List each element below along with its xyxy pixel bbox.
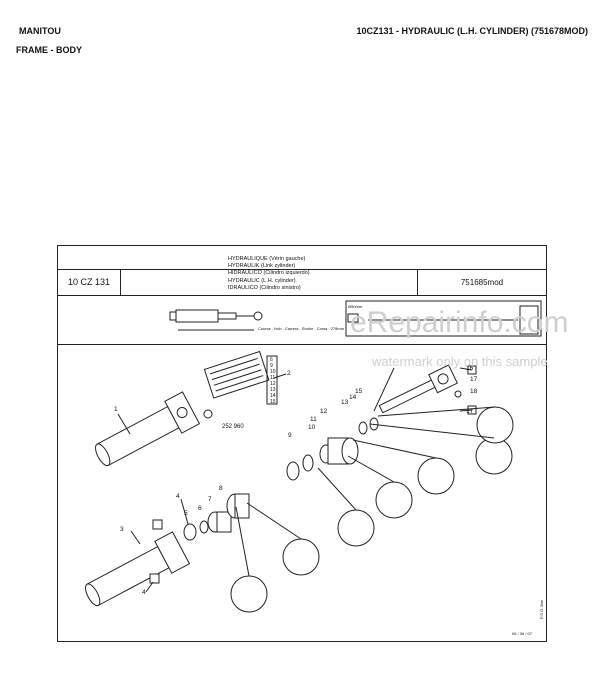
callout-5: 5 xyxy=(184,510,188,517)
brand-label: MANITOU xyxy=(19,26,61,36)
description-en: HYDRAULIC (L.H. cylinder) xyxy=(228,277,296,284)
callout-1: 1 xyxy=(114,406,118,413)
description-list: HYDRAULIQUE (Vérin gauche) HYDRAULIK (Li… xyxy=(228,256,310,292)
vertical-code: P.S.O. 8ae xyxy=(539,599,544,619)
watermark-main: eRepairinfo.com xyxy=(350,306,569,339)
legend-divider xyxy=(58,344,546,345)
description-fr: HYDRAULIQUE (Vérin gauche) xyxy=(228,256,306,262)
callout-4: 4 xyxy=(176,493,180,500)
callout-3: 3 xyxy=(120,526,124,533)
kit-number-14: 14 xyxy=(270,393,276,399)
callout-17: 17 xyxy=(470,376,478,383)
callout-13: 13 xyxy=(341,399,349,406)
callout-2: 2 xyxy=(287,370,291,377)
kit-number-15: 15 xyxy=(270,399,276,405)
sheet-date: 06 / 06 / 07 xyxy=(511,631,532,636)
section-label: FRAME - BODY xyxy=(16,45,82,55)
title-bar: 10 CZ 131 751685mod xyxy=(58,269,546,296)
callout-7: 7 xyxy=(208,496,212,503)
kit-number-10: 10 xyxy=(270,369,276,375)
parts-diagram-sheet: HYDRAULIQUE (Vérin gauche) HYDRAULIK (Li… xyxy=(57,245,547,642)
description-es: HIDRAULICO (Cilindro izquierdo) xyxy=(228,270,310,277)
sheet-reference: 751685mod xyxy=(417,270,546,295)
part-number-label: 252 960 xyxy=(222,424,244,430)
kit-number-13: 13 xyxy=(270,387,276,393)
description-de: HYDRAULIK (Link zylinder) xyxy=(228,263,296,270)
exploded-view-drawing xyxy=(85,300,542,613)
callout-16: 16 xyxy=(466,365,474,372)
watermark-sub: watermark only on this sample xyxy=(372,354,548,369)
stroke-caption: Course . Hub . Carrera . Stroke . Corsa … xyxy=(258,326,345,331)
callout-8: 8 xyxy=(219,485,223,492)
callout-10: 10 xyxy=(308,424,316,431)
dimension-label: Ø50mm xyxy=(348,304,363,309)
callout-14: 14 xyxy=(349,394,357,401)
callout-4: 4 xyxy=(142,589,146,596)
description-it: IDRAULICO (Cilindro sinistro) xyxy=(228,284,301,291)
kit-number-6: 6 xyxy=(270,357,273,363)
kit-number-11: 11 xyxy=(270,375,276,381)
sheet-code: 10 CZ 131 xyxy=(58,270,121,295)
callout-18: 18 xyxy=(470,388,478,395)
callout-15: 15 xyxy=(355,388,363,395)
kit-number-12: 12 xyxy=(270,381,276,387)
callout-9: 9 xyxy=(288,432,292,439)
callout-6: 6 xyxy=(198,505,202,512)
callout-12: 12 xyxy=(320,408,328,415)
page-title: 10CZ131 - HYDRAULIC (L.H. CYLINDER) (751… xyxy=(356,26,588,36)
callout-17: 17 xyxy=(466,408,474,415)
kit-number-9: 9 xyxy=(270,363,273,369)
callout-11: 11 xyxy=(310,416,317,423)
